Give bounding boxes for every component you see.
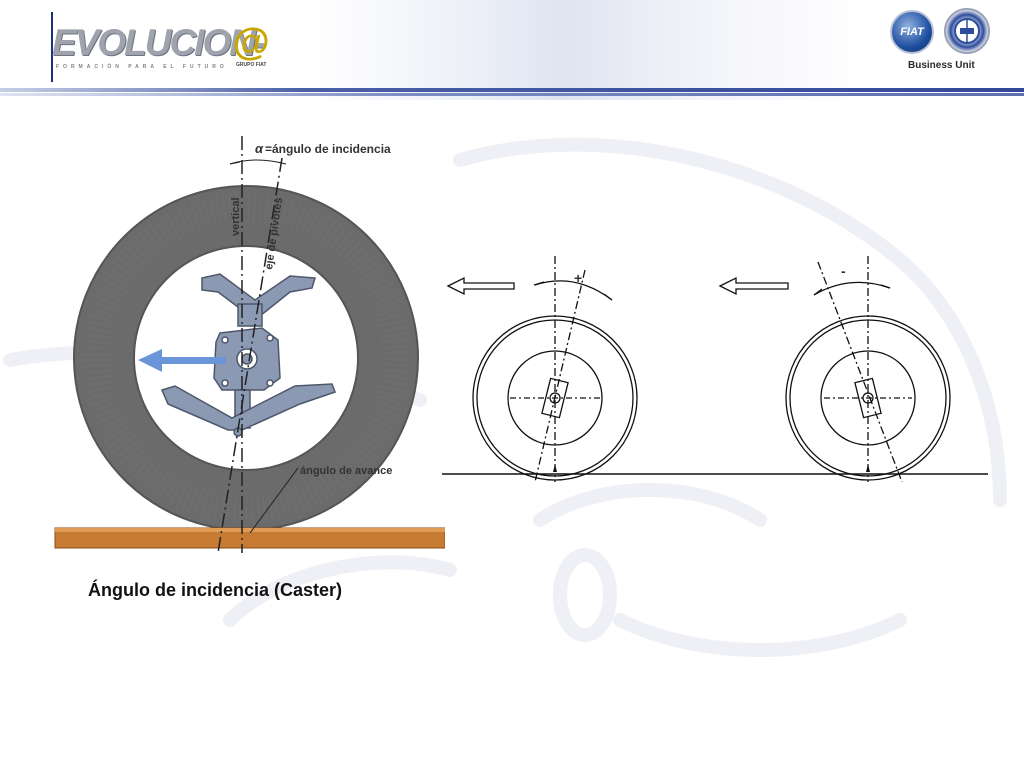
wheel-positive-caster xyxy=(472,256,638,483)
business-unit-label: Business Unit xyxy=(908,60,975,71)
fiat-logo-icon: FIAT xyxy=(890,10,934,54)
caster-sign-diagram: + - xyxy=(442,256,988,483)
header-stripe xyxy=(0,88,1024,92)
diagram-caption: Ángulo de incidencia (Caster) xyxy=(88,580,343,600)
logo-divider xyxy=(51,12,53,82)
pivot-axis-line xyxy=(217,157,283,553)
avance-angle-label: ángulo de avance xyxy=(300,465,392,477)
logo-tagline: FORMACIÓN PARA EL FUTURO xyxy=(56,64,228,70)
logo-at-symbol: @ xyxy=(232,22,270,64)
direction-arrow-icon xyxy=(446,276,515,296)
header: EVOLUCION- @ FORMACIÓN PARA EL FUTURO GR… xyxy=(0,0,1024,100)
vertical-label: vertical xyxy=(230,197,242,236)
suspension-assembly xyxy=(160,273,336,437)
positive-sign: + xyxy=(574,270,582,286)
wheel-negative-caster xyxy=(785,256,951,483)
incidence-angle-label: =ángulo de incidencia xyxy=(265,142,391,156)
direction-arrow-icon xyxy=(718,276,789,296)
logo-sub: GRUPO FIAT xyxy=(236,62,267,68)
direction-arrow-icon xyxy=(138,349,226,372)
caster-wheel-diagram: α =ángulo de incidencia vertical eje de … xyxy=(54,136,445,553)
logo-evolucion: EVOLUCION- xyxy=(52,22,266,63)
negative-sign: - xyxy=(841,263,846,279)
header-stripe-secondary xyxy=(0,93,1024,96)
watermark-car-outline xyxy=(3,137,1007,657)
alpha-symbol: α xyxy=(255,141,264,156)
lancia-logo-icon xyxy=(944,8,990,54)
